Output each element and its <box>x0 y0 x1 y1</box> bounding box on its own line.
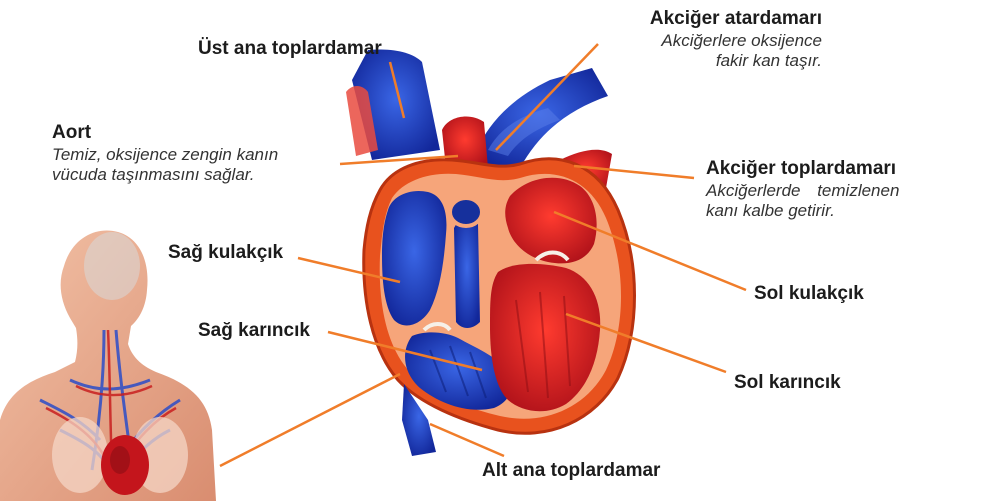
label-akciger-toplardamari: Akciğer toplardamarı Akciğerlerde temizl… <box>706 158 978 222</box>
label-alt-ana-toplardamar: Alt ana toplardamar <box>482 460 660 483</box>
label-sol-karincik: Sol karıncık <box>734 372 841 395</box>
label-aort-desc-2: vücuda taşınmasını sağlar. <box>52 165 278 185</box>
label-akciger-atardamari-title: Akciğer atardamarı <box>612 8 822 31</box>
label-aort-desc-1: Temiz, oksijence zengin kanın <box>52 145 278 165</box>
label-aort-title: Aort <box>52 122 278 145</box>
label-aort: Aort Temiz, oksijence zengin kanın vücud… <box>52 122 278 186</box>
label-akciger-atardamari: Akciğer atardamarı Akciğerlere oksijence… <box>612 8 822 72</box>
label-ust-ana-toplardamar: Üst ana toplardamar <box>198 38 382 61</box>
label-sag-karincik: Sağ karıncık <box>198 320 310 343</box>
human-torso-circulation-icon <box>0 230 216 501</box>
label-akciger-atardamari-desc-1: Akciğerlere oksijence <box>612 31 822 51</box>
label-sag-kulakcik: Sağ kulakçık <box>168 242 283 265</box>
heart-cross-section-icon <box>346 50 635 457</box>
label-akciger-toplardamari-desc-2: kanı kalbe getirir. <box>706 201 978 221</box>
label-akciger-toplardamari-desc-1: Akciğerlerde temizlenen <box>706 181 978 201</box>
label-sol-kulakcik: Sol kulakçık <box>754 283 864 306</box>
leader-body-to-heart <box>220 374 400 466</box>
label-akciger-toplardamari-title: Akciğer toplardamarı <box>706 158 978 181</box>
label-akciger-atardamari-desc-2: fakir kan taşır. <box>612 51 822 71</box>
